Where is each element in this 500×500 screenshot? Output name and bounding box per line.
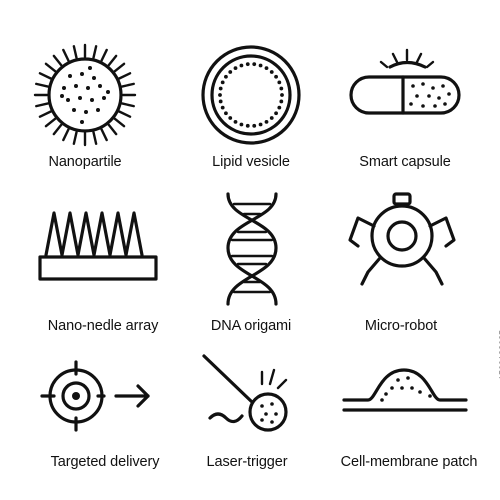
label-lipid-vesicle: Lipid vesicle: [212, 154, 290, 170]
target-arrow-icon: [40, 360, 150, 432]
label-dna-origami: DNA origami: [210, 318, 292, 334]
label-laser-trigger: Laser-trigger: [206, 454, 288, 470]
nanoparticle-icon: [33, 43, 137, 147]
label-nano-needle-array: Nano-nedle array: [47, 318, 159, 334]
label-cell-membrane-patch: Cell-membrane patch: [340, 454, 478, 470]
smart-capsule-icon: [349, 48, 461, 115]
label-micro-robot: Micro-robot: [364, 318, 438, 334]
label-smart-capsule: Smart capsule: [359, 154, 451, 170]
micro-robot-icon: [348, 192, 456, 286]
cell-membrane-patch-icon: [342, 368, 468, 412]
dna-helix-icon: [226, 192, 278, 306]
laser-trigger-icon: [202, 354, 288, 432]
label-nanoparticle: Nanopartile: [48, 154, 122, 170]
nano-needle-array-icon: [38, 211, 158, 281]
lipid-vesicle-icon: [201, 45, 301, 145]
label-targeted-delivery: Targeted delivery: [50, 454, 160, 470]
